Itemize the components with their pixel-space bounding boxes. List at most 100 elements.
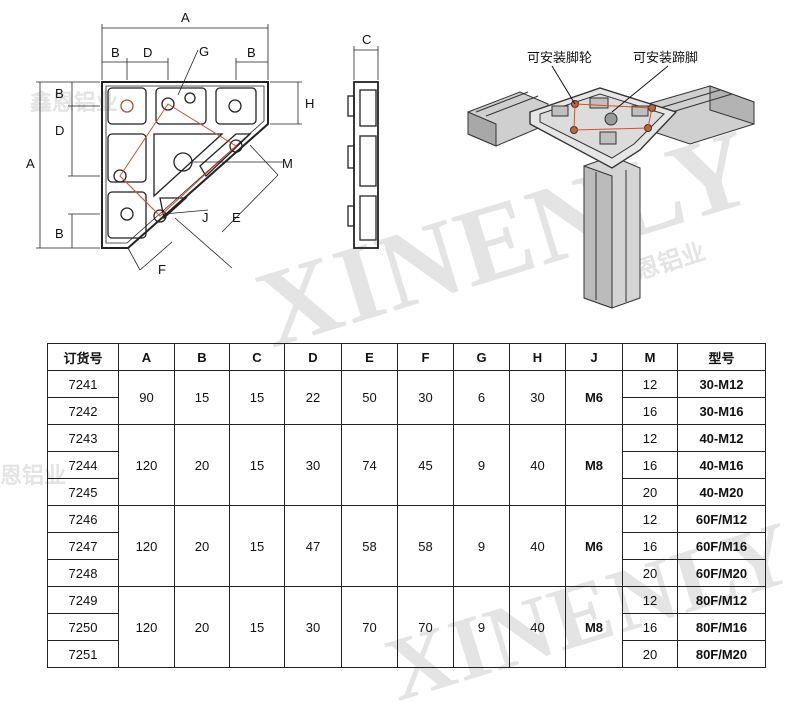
j-cell: M8 <box>565 586 623 668</box>
header-m: M <box>622 343 678 371</box>
a-cell: 120 <box>118 505 175 587</box>
m-cell: 16 <box>622 397 678 425</box>
dim-label-a-left: A <box>26 156 35 171</box>
c-cell: 15 <box>229 505 285 587</box>
table-header-row: 订货号 A B C D E F G H J M 型号 <box>47 343 766 371</box>
model-cell: 60F/M16 <box>677 532 766 560</box>
isometric-assembly <box>467 65 755 309</box>
g-cell: 9 <box>453 586 510 668</box>
header-g: G <box>453 343 510 371</box>
dim-label-h: H <box>305 96 314 111</box>
j-cell: M6 <box>565 505 623 587</box>
dim-label-d-top: D <box>143 45 152 60</box>
dim-label-a-top: A <box>181 10 190 25</box>
order-no-cell: 7241 <box>47 370 119 398</box>
dim-label-b-left: B <box>55 86 64 101</box>
header-c: C <box>229 343 285 371</box>
technical-drawing: A B D G B H B D A M J E B F C <box>26 10 755 309</box>
table-row: 7243 120 20 15 30 74 45 9 40 M8 12 40-M1… <box>47 424 766 506</box>
model-cell: 60F/M20 <box>677 559 766 587</box>
c-cell: 15 <box>229 586 285 668</box>
dim-label-f: F <box>158 262 166 277</box>
m-cell: 20 <box>622 478 678 506</box>
h-cell: 30 <box>509 370 566 425</box>
table-row: 7241 90 15 15 22 50 30 6 30 M6 12 30-M12 <box>47 370 766 425</box>
dim-label-g: G <box>199 44 209 59</box>
model-cell: 80F/M12 <box>677 586 766 614</box>
b-cell: 20 <box>174 586 230 668</box>
m-cell: 12 <box>622 586 678 614</box>
h-cell: 40 <box>509 586 566 668</box>
m-cell: 12 <box>622 370 678 398</box>
m-cell: 20 <box>622 640 678 668</box>
header-d: D <box>284 343 342 371</box>
table-row: 7245 20 40-M20 <box>47 478 766 506</box>
table-row: 7251 20 80F/M20 <box>47 640 766 668</box>
header-f: F <box>397 343 454 371</box>
table-row: 7246 120 20 15 47 58 58 9 40 M6 12 60F/M… <box>47 505 766 587</box>
spec-table: 订货号 A B C D E F G H J M 型号 7241 90 15 15… <box>47 343 766 668</box>
f-cell: 30 <box>397 370 454 425</box>
header-model: 型号 <box>677 343 766 371</box>
callout-caster-label: 可安装脚轮 <box>527 50 592 66</box>
order-no-cell: 7247 <box>47 532 119 560</box>
callout-foot-label: 可安装蹄脚 <box>633 50 698 66</box>
header-b: B <box>174 343 230 371</box>
e-cell: 58 <box>341 505 398 587</box>
dim-label-b-bottom: B <box>55 226 64 241</box>
c-cell: 15 <box>229 370 285 425</box>
order-no-cell: 7245 <box>47 478 119 506</box>
f-cell: 45 <box>397 424 454 506</box>
table-row: 7249 120 20 15 30 70 70 9 40 M8 12 80F/M… <box>47 586 766 668</box>
b-cell: 20 <box>174 505 230 587</box>
dim-label-e: E <box>232 210 241 225</box>
g-cell: 9 <box>453 424 510 506</box>
model-cell: 30-M12 <box>677 370 766 398</box>
model-cell: 40-M12 <box>677 424 766 452</box>
model-cell: 80F/M20 <box>677 640 766 668</box>
h-cell: 40 <box>509 505 566 587</box>
m-cell: 16 <box>622 451 678 479</box>
order-no-cell: 7250 <box>47 613 119 641</box>
d-cell: 30 <box>284 424 342 506</box>
order-no-cell: 7248 <box>47 559 119 587</box>
e-cell: 70 <box>341 586 398 668</box>
header-j: J <box>565 343 623 371</box>
model-cell: 60F/M12 <box>677 505 766 533</box>
header-order-no: 订货号 <box>47 343 119 371</box>
d-cell: 47 <box>284 505 342 587</box>
front-view <box>101 81 269 249</box>
a-cell: 120 <box>118 586 175 668</box>
e-cell: 50 <box>341 370 398 425</box>
model-cell: 30-M16 <box>677 397 766 425</box>
dim-label-j: J <box>202 210 209 225</box>
dim-label-b-top: B <box>111 45 120 60</box>
model-cell: 40-M20 <box>677 478 766 506</box>
model-cell: 40-M16 <box>677 451 766 479</box>
b-cell: 15 <box>174 370 230 425</box>
c-cell: 15 <box>229 424 285 506</box>
f-cell: 58 <box>397 505 454 587</box>
table-row: 7244 16 40-M16 <box>47 451 766 479</box>
side-view <box>347 46 379 249</box>
order-no-cell: 7249 <box>47 586 119 614</box>
header-a: A <box>118 343 175 371</box>
g-cell: 9 <box>453 505 510 587</box>
a-cell: 120 <box>118 424 175 506</box>
d-cell: 30 <box>284 586 342 668</box>
j-cell: M6 <box>565 370 623 425</box>
header-e: E <box>341 343 398 371</box>
front-view-dimensions <box>36 24 302 271</box>
front-view-labels: A B D G B H B D A M J E B F <box>26 10 314 277</box>
d-cell: 22 <box>284 370 342 425</box>
order-no-cell: 7251 <box>47 640 119 668</box>
dim-label-m: M <box>282 156 293 171</box>
model-cell: 80F/M16 <box>677 613 766 641</box>
dim-label-c: C <box>362 32 371 47</box>
m-cell: 16 <box>622 532 678 560</box>
m-cell: 16 <box>622 613 678 641</box>
m-cell: 12 <box>622 505 678 533</box>
order-no-cell: 7244 <box>47 451 119 479</box>
j-cell: M8 <box>565 424 623 506</box>
m-cell: 20 <box>622 559 678 587</box>
